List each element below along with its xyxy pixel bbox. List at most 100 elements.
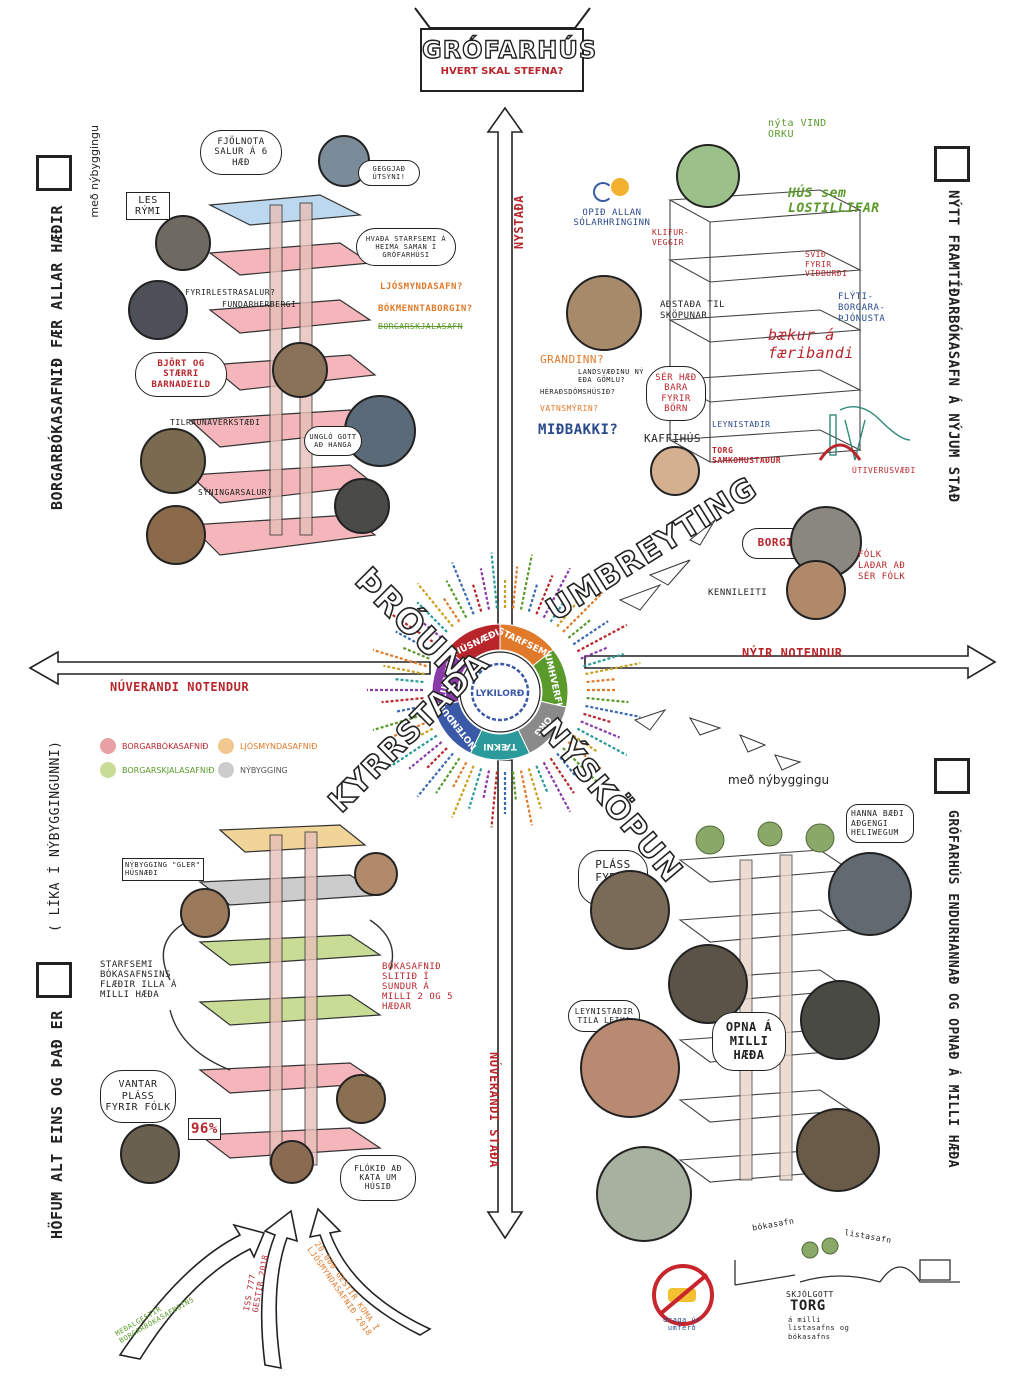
photo-br-4 (800, 980, 880, 1060)
sunburst-ray (583, 712, 611, 723)
sunburst-ray (482, 770, 491, 799)
sunburst-ray (586, 696, 629, 704)
sunburst-ray (586, 678, 615, 684)
sunburst-ray (511, 771, 517, 800)
note-bl-bokasafnid: BÓKASAFNIÐ SLITIÐ Í SUNDUR Á MILLI 2 OG … (382, 962, 454, 1012)
sunburst-ray (576, 623, 628, 653)
note-tr-kaffihus: KAFFIHÚS (644, 432, 701, 445)
photo-br-5 (580, 1018, 680, 1118)
axis-top-label: NÝSTAÐA (512, 195, 526, 250)
sunburst-ray (445, 580, 468, 619)
photo-bl-3 (336, 1074, 386, 1124)
checkbox-top-left[interactable] (36, 155, 72, 191)
horizontal-axis (28, 644, 997, 686)
quadrant-title-top-left: BORGARBÓKASAFNIÐ FÆR ALLAR HÆÐIR (48, 205, 66, 510)
note-tr-leynistadir: LEYNISTAÐIR (712, 420, 771, 429)
legend-item-1: BORGARBÓKASAFNIÐ (100, 738, 209, 754)
note-tr-svid: SVIÐ FYRIR VIÐBURÐI (805, 250, 848, 279)
note-br-draga: draga úr umferð (663, 1316, 701, 1333)
note-tl-borgarskjala: BORGARSKJALASAFN (378, 322, 464, 331)
sunburst-ray (542, 761, 572, 813)
photo-br-7 (796, 1108, 880, 1192)
note-tr-heradsdoms: HÉRAÐSDÓMSHÚSIÐ? (540, 388, 616, 396)
bl-visitor-arrows (118, 1207, 432, 1369)
legend-item-2: LJÓSMYNDASAFNIÐ (218, 738, 317, 754)
note-tr-midbakki: MIÐBAKKI? (538, 422, 619, 438)
photo-tr-building (786, 560, 846, 620)
quadrant-title-top-right: NÝTT FRAMTÍÐARBÓKASAFN Á NÝJUM STAÐ (945, 190, 961, 503)
photo-br-3 (668, 944, 748, 1024)
axis-bottom-label: NÚVERANDI STAÐA (487, 1052, 501, 1168)
photo-bl-1 (180, 888, 230, 938)
sunburst-ray (395, 678, 424, 684)
photo-bl-4 (120, 1124, 180, 1184)
note-br-hanna: HANNA BÆÐI AÐGENGI HELIWEGUM (846, 804, 914, 843)
wheel-center-label: LYKILORÐ (476, 689, 525, 699)
quadrant-title-bottom-right: GRÓFARHÚS ENDURHANNAÐ OG OPNAÐ Á MILLI H… (945, 810, 960, 1169)
sunburst-ray (527, 584, 538, 612)
wheel-segment-label: TÆKNI (483, 741, 517, 751)
note-tl-fundarherb: FUNDARHERBERGI (222, 300, 297, 309)
sunburst-ray (585, 661, 641, 676)
note-tr-torg: TORG SAMKOMUSTAÐUR (712, 446, 782, 465)
sunburst-ray (479, 568, 491, 610)
sunburst-ray (562, 747, 604, 789)
sunburst-ray (389, 734, 438, 768)
note-tr-folk: FÓLK LAÐAR AÐ SÉR FÓLK (858, 550, 906, 582)
sunburst-ray (390, 720, 430, 739)
sunburst-ray (511, 566, 519, 609)
title-board: GRÓFARHÚS HVERT SKAL STEFNA? (420, 28, 597, 92)
checkbox-bottom-right[interactable] (934, 758, 970, 794)
sunburst-ray (381, 696, 424, 704)
note-tr-grandinn: GRANDINN? (540, 353, 605, 366)
note-tl-fjolnota: FJÖLNOTA SALUR Á 6 HÆÐ (200, 130, 282, 176)
photo-tl-3 (128, 280, 188, 340)
sunburst-ray (535, 575, 554, 615)
photo-tl-6 (140, 428, 206, 494)
photo-bl-2 (354, 852, 398, 896)
photo-tl-7 (334, 478, 390, 534)
sunburst-ray (567, 741, 602, 770)
note-bl-vantar: VANTAR PLÁSS FYRIR FÓLK (100, 1070, 176, 1123)
sunburst-ray (395, 630, 434, 653)
note-tr-husvist: HÚS sem LOSTILLIFAR (788, 186, 880, 216)
center-wheel: STARFSEMIUMHVERFIORGTÆKNINOTENDURHLUTVER… (431, 623, 569, 761)
photo-tl-2 (155, 215, 211, 271)
note-bl-starfsemi: STARFSEMI BÓKASAFNSINS FLÆÐIR ILLA Á MIL… (100, 960, 177, 1000)
photo-br-6 (596, 1146, 692, 1242)
note-tl-syningarsalur: SÝNINGARSALUR? (198, 488, 273, 497)
note-bl-nybygging: NÝBYGGING "GLER" HÚSNÆÐI (122, 858, 204, 881)
sunburst-ray (572, 620, 609, 646)
sunburst-ray (490, 552, 499, 609)
legend-swatch-2 (218, 738, 234, 754)
sunburst-ray (472, 584, 483, 612)
note-bl-flokid: FLÓKIÐ AÐ KATA UM HÚSIÐ (340, 1155, 416, 1201)
legend-swatch-4 (218, 762, 234, 778)
sunburst-ray (519, 554, 534, 610)
sunburst-ray (372, 712, 427, 732)
sunburst-ray (383, 664, 425, 676)
checkbox-top-right[interactable] (934, 146, 970, 182)
legend-label-1: BORGARBÓKASAFNIÐ (122, 741, 209, 751)
wheel-segment (446, 623, 501, 667)
note-tr-utivera: ÚTIVERUSVÆÐI (852, 466, 916, 475)
note-tl-ljosmynda: LJÓSMYNDASAFN? (380, 282, 463, 292)
legend-item-3: BORGARSKJALASAFNIÐ (100, 762, 214, 778)
note-tr-ser-haed: SÉR HÆÐ BARA FYRIR BÖRN (646, 366, 706, 422)
sunburst-ray (416, 582, 454, 628)
checkbox-bottom-left[interactable] (36, 962, 72, 998)
sunburst-ray (451, 562, 475, 615)
note-br-torg-sub: á milli listasafns og bókasafns (788, 1316, 850, 1341)
note-br-opna: OPNA Á MILLI HÆÐA (712, 1012, 786, 1072)
title-sign: GRÓFARHÚS HVERT SKAL STEFNA? (414, 7, 597, 92)
note-tl-les: LES RÝMI (126, 192, 170, 220)
note-tr-kennileiti: KENNILEITI (708, 588, 768, 598)
title-sub: HVERT SKAL STEFNA? (440, 66, 564, 77)
sunburst-ray (490, 771, 499, 828)
note-tr-baekur: bækur á færibandi (768, 326, 854, 362)
sunburst-ray (535, 765, 549, 793)
note-tr-vindorka: nýta VIND ORKU (768, 118, 827, 140)
note-br-skjolgott: SKJÓLGOTT (786, 1290, 834, 1299)
sunburst-ray (389, 612, 438, 646)
